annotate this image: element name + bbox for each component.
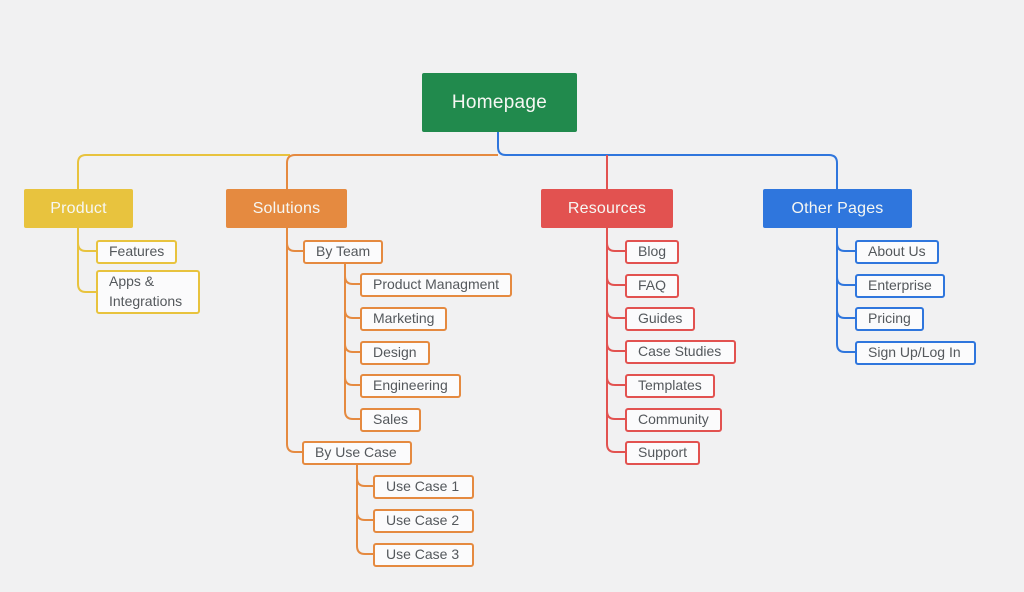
node-product-managment[interactable]: Product Managment — [360, 273, 513, 297]
node-label: Apps & Integrations — [109, 273, 183, 309]
node-engineering[interactable]: Engineering — [360, 374, 461, 398]
node-label: Use Case 1 — [386, 478, 460, 494]
node-enterprise[interactable]: Enterprise — [855, 274, 945, 298]
node-label: By Use Case — [315, 444, 397, 460]
node-blog[interactable]: Blog — [625, 240, 680, 264]
node-other-pages[interactable]: Other Pages — [763, 189, 912, 228]
node-community[interactable]: Community — [625, 408, 722, 432]
node-about-us[interactable]: About Us — [855, 240, 939, 264]
node-case-studies[interactable]: Case Studies — [625, 340, 736, 364]
connector-by-use-case-uc3 — [356, 464, 373, 555]
node-use-case-3[interactable]: Use Case 3 — [373, 543, 474, 567]
connector-resources-support — [606, 228, 625, 453]
connector-solutions-by-team — [286, 228, 303, 252]
connector-resources-guides — [606, 228, 625, 319]
connector-resources-case-studies — [606, 228, 625, 352]
node-label: Product Managment — [373, 276, 500, 292]
node-label: Community — [638, 411, 709, 427]
connector-resources-blog — [606, 228, 625, 252]
node-signup-login[interactable]: Sign Up/Log In — [855, 341, 976, 365]
node-label: Guides — [638, 310, 683, 326]
node-label: Design — [373, 344, 417, 360]
node-label: Support — [638, 444, 688, 460]
node-design[interactable]: Design — [360, 341, 430, 365]
connector-resources-faq — [606, 228, 625, 286]
connector-other-enterprise — [836, 228, 855, 286]
node-label: Templates — [638, 377, 702, 393]
connector-other-about-us — [836, 228, 855, 252]
node-product[interactable]: Product — [24, 189, 133, 228]
node-label: Solutions — [252, 199, 321, 217]
connector-homepage-solutions — [286, 154, 498, 189]
node-label: Use Case 3 — [386, 546, 460, 562]
node-pricing[interactable]: Pricing — [855, 307, 924, 331]
node-solutions[interactable]: Solutions — [226, 189, 347, 228]
connector-by-team-sales — [344, 263, 360, 420]
node-label: Features — [109, 243, 165, 259]
node-label: Sign Up/Log In — [868, 344, 961, 360]
node-label: FAQ — [638, 277, 667, 293]
connector-homepage-other-pages — [497, 132, 838, 189]
connector-homepage-product — [77, 154, 290, 189]
node-support[interactable]: Support — [625, 441, 701, 465]
node-label: Product — [50, 199, 107, 217]
node-label: Pricing — [868, 310, 911, 326]
node-label: By Team — [316, 243, 371, 259]
connector-by-team-pm — [344, 263, 360, 285]
connector-by-use-case-uc2 — [356, 464, 373, 521]
connector-by-use-case-uc1 — [356, 464, 373, 487]
connector-product-features — [77, 228, 96, 252]
node-guides[interactable]: Guides — [625, 307, 696, 331]
node-by-use-case[interactable]: By Use Case — [302, 441, 412, 465]
connector-product-apps — [77, 228, 96, 293]
node-label: Sales — [373, 411, 409, 427]
node-label: Blog — [638, 243, 667, 259]
node-sales[interactable]: Sales — [360, 408, 422, 432]
connector-by-team-design — [344, 263, 360, 353]
connector-other-signup — [836, 228, 855, 353]
node-resources[interactable]: Resources — [541, 189, 673, 228]
node-faq[interactable]: FAQ — [625, 274, 680, 298]
node-marketing[interactable]: Marketing — [360, 307, 448, 331]
node-use-case-2[interactable]: Use Case 2 — [373, 509, 474, 533]
node-homepage[interactable]: Homepage — [422, 73, 577, 132]
node-label: Enterprise — [868, 277, 932, 293]
node-label: Engineering — [373, 377, 448, 393]
node-features[interactable]: Features — [96, 240, 178, 264]
node-apps-integrations[interactable]: Apps & Integrations — [96, 270, 200, 314]
connector-resources-community — [606, 228, 625, 420]
node-label: About Us — [868, 243, 926, 259]
node-by-team[interactable]: By Team — [303, 240, 384, 264]
node-use-case-1[interactable]: Use Case 1 — [373, 475, 474, 499]
node-templates[interactable]: Templates — [625, 374, 715, 398]
node-label: Resources — [567, 199, 647, 217]
node-label: Case Studies — [638, 343, 722, 359]
node-label: Marketing — [373, 310, 435, 326]
node-label: Other Pages — [791, 199, 884, 217]
node-label: Use Case 2 — [386, 512, 460, 528]
connector-by-team-marketing — [344, 263, 360, 319]
connector-other-pricing — [836, 228, 855, 319]
node-label: Homepage — [451, 91, 548, 113]
connector-solutions-by-use-case — [286, 228, 302, 453]
